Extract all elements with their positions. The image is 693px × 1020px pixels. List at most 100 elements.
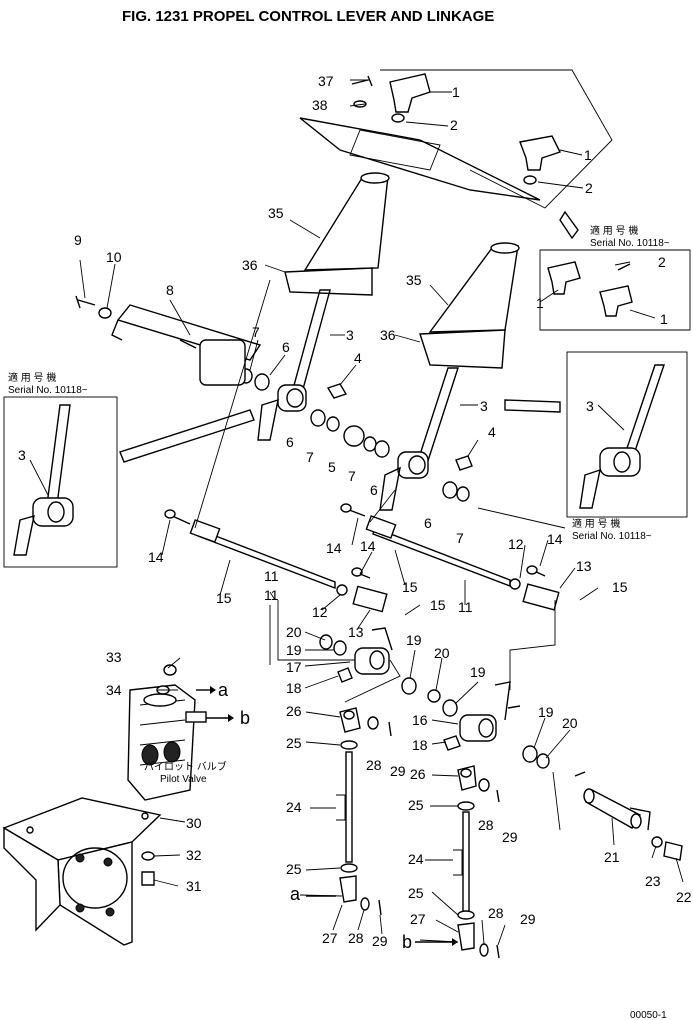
label-15: 15 (612, 579, 628, 595)
label-36: 36 (242, 257, 258, 273)
label-16: 16 (412, 712, 428, 728)
serial-left: Serial No. 10118~ (8, 385, 88, 396)
label-25: 25 (286, 861, 302, 877)
label-18: 18 (412, 737, 428, 753)
label-3: 3 (586, 398, 594, 414)
label-15: 15 (216, 590, 232, 606)
label-17: 17 (286, 659, 302, 675)
turnbuckle-right (453, 765, 500, 959)
label-13: 13 (576, 558, 592, 574)
label-29: 29 (520, 911, 536, 927)
label-6: 6 (424, 515, 432, 531)
label-1: 1 (584, 147, 592, 163)
knob-inset-serial (539, 249, 691, 331)
label-1: 1 (452, 84, 460, 100)
right-lever-inset (566, 351, 688, 518)
label-8: 8 (166, 282, 174, 298)
label-3: 3 (346, 327, 354, 343)
label-11: 11 (458, 599, 473, 615)
label-6: 6 (286, 434, 294, 450)
label-2: 2 (450, 117, 458, 133)
arrow-left (119, 409, 255, 463)
label-22: 22 (676, 889, 692, 905)
left-lever-inset (3, 396, 118, 568)
serial-right: Serial No. 10118~ (572, 531, 652, 542)
label-21: 21 (604, 849, 620, 865)
bolts-14 (164, 503, 546, 579)
label-3: 3 (480, 398, 488, 414)
label-33: 33 (106, 649, 122, 665)
knob-assembly-top (299, 69, 613, 240)
leader-lines (29, 79, 684, 946)
label-15: 15 (402, 579, 418, 595)
label-30: 30 (186, 815, 202, 831)
label-11: 11 (264, 568, 279, 584)
label-36: 36 (380, 327, 396, 343)
label-25: 25 (286, 735, 302, 751)
boot-right (419, 242, 520, 369)
label-4: 4 (488, 424, 496, 440)
label-20: 20 (286, 624, 302, 640)
label-2: 2 (585, 180, 593, 196)
label-19: 19 (538, 704, 554, 720)
label-10: 10 (106, 249, 122, 265)
label-25: 25 (408, 885, 424, 901)
label-38: 38 (312, 97, 328, 113)
label-5: 5 (328, 459, 336, 475)
label-19: 19 (406, 632, 422, 648)
connection-arrows (196, 686, 458, 946)
label-9: 9 (74, 232, 82, 248)
label-27: 27 (410, 911, 426, 927)
lever-right (379, 367, 459, 511)
label-a-top: a (218, 680, 229, 700)
label-24: 24 (286, 799, 302, 815)
label-12: 12 (508, 536, 524, 552)
pilot-valve-en: Pilot Valve (160, 774, 207, 785)
pilot-valve-jp: パイロット バルブ (144, 760, 227, 773)
label-28: 28 (478, 817, 494, 833)
label-27: 27 (322, 930, 338, 946)
valve-bracket-30 (2, 797, 162, 946)
label-14: 14 (148, 549, 164, 565)
label-37: 37 (318, 73, 334, 89)
pilot-valve (127, 664, 207, 801)
label-24: 24 (408, 851, 424, 867)
serial-top-right: Serial No. 10118~ (590, 238, 670, 249)
label-34: 34 (106, 682, 122, 698)
boot-left (284, 172, 390, 296)
label-3: 3 (18, 447, 26, 463)
serial-jp-top-right: 適 用 号 機 (590, 224, 638, 237)
serial-jp-right: 適 用 号 機 (572, 517, 620, 530)
bushings (239, 368, 473, 502)
label-11: 11 (264, 587, 279, 603)
figure-title: FIG. 1231 PROPEL CONTROL LEVER AND LINKA… (122, 8, 494, 25)
label-28: 28 (366, 757, 382, 773)
label-4: 4 (354, 350, 362, 366)
label-19: 19 (470, 664, 486, 680)
figure-code: 00050-1 (630, 1010, 667, 1020)
label-b-top: b (240, 708, 250, 728)
label-25: 25 (408, 797, 424, 813)
label-28: 28 (488, 905, 504, 921)
label-29: 29 (372, 933, 388, 949)
label-1: 1 (536, 295, 544, 311)
label-26: 26 (286, 703, 302, 719)
part-labels: 1 2 1 2 37 38 35 36 35 36 3 3 4 4 9 10 8… (8, 73, 692, 1020)
label-12: 12 (312, 604, 328, 620)
label-7: 7 (252, 324, 260, 340)
label-26: 26 (410, 766, 426, 782)
label-29: 29 (502, 829, 518, 845)
label-7: 7 (456, 530, 464, 546)
label-1: 1 (660, 311, 668, 327)
lever-8-bracket (75, 295, 262, 386)
label-31: 31 (186, 878, 202, 894)
label-20: 20 (562, 715, 578, 731)
label-b-bottom: b (402, 932, 412, 952)
label-18: 18 (286, 680, 302, 696)
label-13: 13 (348, 624, 364, 640)
label-2: 2 (658, 254, 666, 270)
label-14: 14 (360, 538, 376, 554)
clevises-13 (336, 578, 560, 613)
label-6: 6 (370, 482, 378, 498)
